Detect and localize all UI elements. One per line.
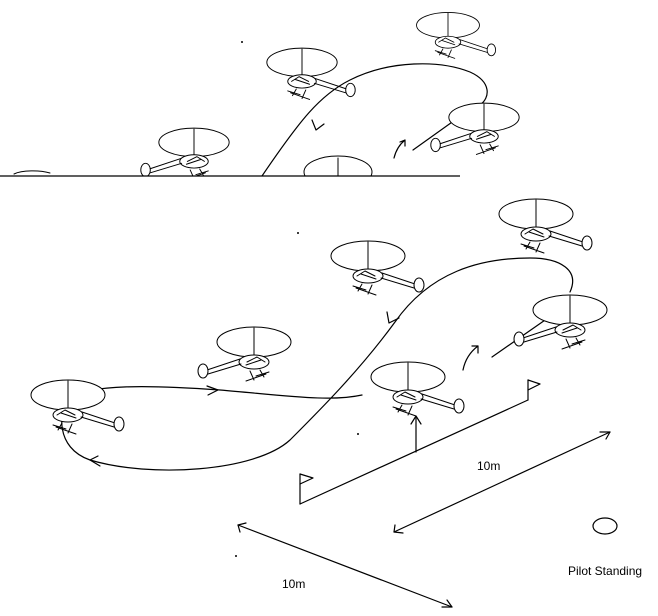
dimension-label-right: 10m [477,459,500,473]
dimension-label-bottom: 10m [282,577,305,591]
helicopter-icon [266,47,356,100]
ground-line [299,399,529,505]
arrow-top-2 [393,139,406,159]
helicopter-icon [141,128,229,179]
pilot-marker [592,517,618,535]
flight-path-top [261,63,488,176]
helicopter-icon [416,12,497,59]
flag-icon [299,473,314,505]
arrow-main-3 [89,455,101,467]
helicopter-icon [330,240,425,296]
helicopter-icon [514,295,607,349]
main-diagram: 10m 10m Pilot Standing [30,198,642,608]
flag-icon [527,379,541,401]
flight-path-main [61,257,574,471]
center-arrow [410,415,422,453]
helicopter-icon [370,361,465,417]
top-inset [13,12,519,179]
arrow-main-2 [206,385,219,396]
arrow-main-1 [386,311,400,324]
arrow-main-4 [462,345,479,371]
dimension-arrow-right [393,431,611,534]
helicopter-icon [498,198,593,254]
arrow-top-1 [311,119,325,131]
pilot-standing-label: Pilot Standing [568,564,642,578]
helicopter-icon [198,327,291,381]
helicopter-icon [431,103,519,154]
dimension-arrow-bottom [237,522,453,608]
